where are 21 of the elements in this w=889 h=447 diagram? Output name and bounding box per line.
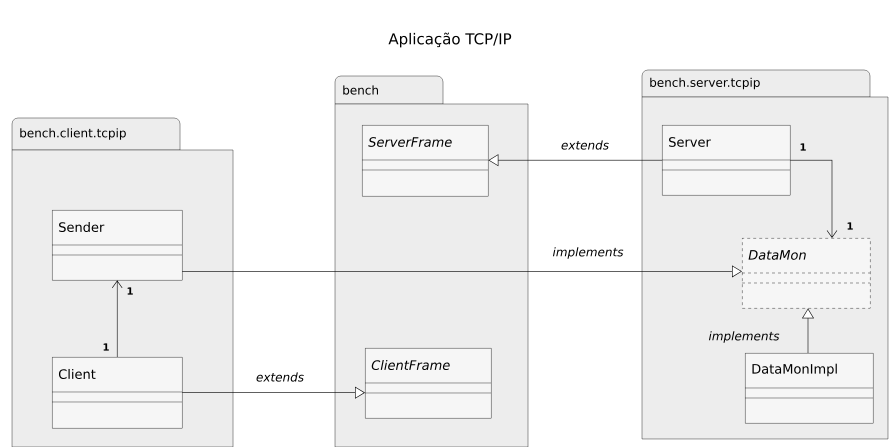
class-box: Sender [52,210,182,280]
edge-label: extends [560,139,610,151]
class-box: ClientFrame [364,348,492,418]
node-label: bench.server.tcpip [650,78,760,90]
class-box: ServerFrame [362,125,488,196]
class-box: DataMonImpl [744,353,874,424]
class-box: Server [662,125,790,196]
arrow [182,386,365,399]
multiplicity-label: 1 [104,343,109,351]
edge-label: extends [254,371,306,383]
arrow [182,265,742,278]
arrow [790,160,838,238]
class-box: Client [52,357,182,428]
edge-label: implements [708,330,780,344]
title: Aplicação TCP/IP [388,32,512,48]
node-label: bench [343,85,378,95]
arrow [112,280,123,358]
class-box: DataMon [742,238,870,308]
edge-label: implements [552,246,624,260]
node-label: bench.client.tcpip [20,128,126,140]
multiplicity-label: 1 [800,143,806,151]
